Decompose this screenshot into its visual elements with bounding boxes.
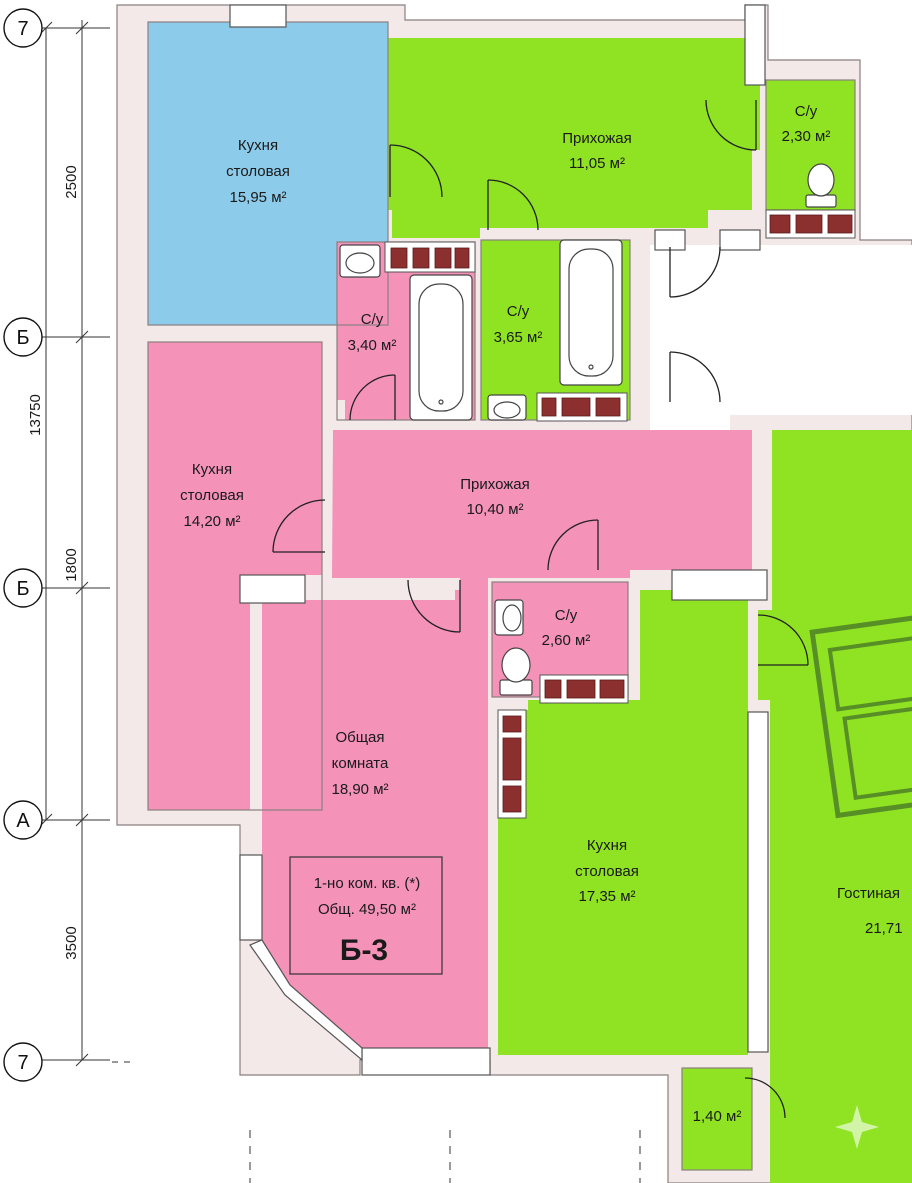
- room-kitchen-pink: [148, 342, 322, 810]
- wc-green-area: 3,65 м²: [494, 329, 543, 346]
- kitchen-pink-name1: Кухня: [192, 461, 232, 478]
- wc-pink-area: 3,40 м²: [348, 337, 397, 354]
- axis-label-b2: Б: [16, 578, 29, 600]
- dimension-1800: 1800: [63, 548, 80, 581]
- room-balcony: [682, 1068, 752, 1170]
- axis-bubble-a: [3, 800, 43, 840]
- hall-pink-area: 10,40 м²: [466, 501, 523, 518]
- apartment-info-box: 1-но ком. кв. (*) Общ. 49,50 м² Б-3: [289, 856, 443, 975]
- common-room-area: 18,90 м²: [331, 781, 388, 798]
- kitchen-blue-name1: Кухня: [238, 137, 278, 154]
- inner-walls: [147, 21, 856, 1171]
- stamp-watermark: [809, 614, 912, 819]
- apartment-code: Б-3: [340, 934, 388, 967]
- wc-small-area: 2,60 м²: [542, 632, 591, 649]
- corridor: [650, 245, 912, 430]
- kitchen-pink-area: 14,20 м²: [183, 513, 240, 530]
- axis-label-top: 7: [17, 18, 28, 40]
- apartment-type: 1-но ком. кв. (*): [314, 875, 421, 892]
- doors: [272, 99, 809, 1119]
- hall-pink-name: Прихожая: [460, 476, 530, 493]
- wc-top-right-name: С/у: [795, 103, 818, 120]
- dimension-13750: 13750: [27, 394, 44, 436]
- kitchen-pink-name2: столовая: [180, 487, 244, 504]
- hall-top-name: Прихожая: [562, 130, 632, 147]
- axis-bubble-b1: [3, 317, 43, 357]
- sanitary-fixtures: [339, 163, 837, 696]
- room-common: [262, 590, 488, 1048]
- dimension-3500: 3500: [63, 926, 80, 959]
- axis-markers: 7 Б Б А 7: [3, 8, 43, 1082]
- axis-bubble-b2: [3, 568, 43, 608]
- kitchen-green-name1: Кухня: [587, 837, 627, 854]
- room-kitchen-blue: [148, 22, 388, 325]
- vent-shafts: [384, 209, 856, 819]
- common-room-name2: комната: [332, 755, 389, 772]
- kitchen-green-area: 17,35 м²: [578, 888, 635, 905]
- wc-pink-name: С/у: [361, 311, 384, 328]
- axis-bubble-top: [3, 8, 43, 48]
- windows: [229, 4, 769, 1076]
- kitchen-blue-area: 15,95 м²: [229, 189, 286, 206]
- living-name: Гостиная: [837, 885, 900, 902]
- hall-top-area: 11,05 м²: [569, 155, 625, 172]
- dimension-2500: 2500: [63, 165, 80, 198]
- kitchen-blue-name2: столовая: [226, 163, 290, 180]
- wc-top-right-area: 2,30 м²: [782, 128, 831, 145]
- wc-green-name: С/у: [507, 303, 530, 320]
- room-hall-top: [388, 38, 760, 238]
- room-kitchen-green: [498, 590, 748, 1055]
- apartment-info-frame: [289, 856, 443, 975]
- wc-small-name: С/у: [555, 607, 578, 624]
- apartment-total-area: Общ. 49,50 м²: [318, 901, 416, 918]
- room-hall-pink: [332, 430, 752, 590]
- axis-label-b1: Б: [16, 327, 29, 349]
- balcony-area: 1,40 м²: [693, 1108, 742, 1125]
- common-room-name1: Общая: [335, 729, 384, 746]
- living-area: 21,71: [865, 920, 903, 937]
- axis-label-bottom: 7: [17, 1052, 28, 1074]
- sparkle-icon: [835, 1105, 879, 1149]
- bathtubs: [409, 239, 623, 421]
- room-labels: Кухня столовая 15,95 м² Прихожая 11,05 м…: [180, 103, 902, 1125]
- axis-label-a: А: [16, 810, 30, 832]
- axis-bubble-bottom: [3, 1042, 43, 1082]
- kitchen-green-name2: столовая: [575, 863, 639, 880]
